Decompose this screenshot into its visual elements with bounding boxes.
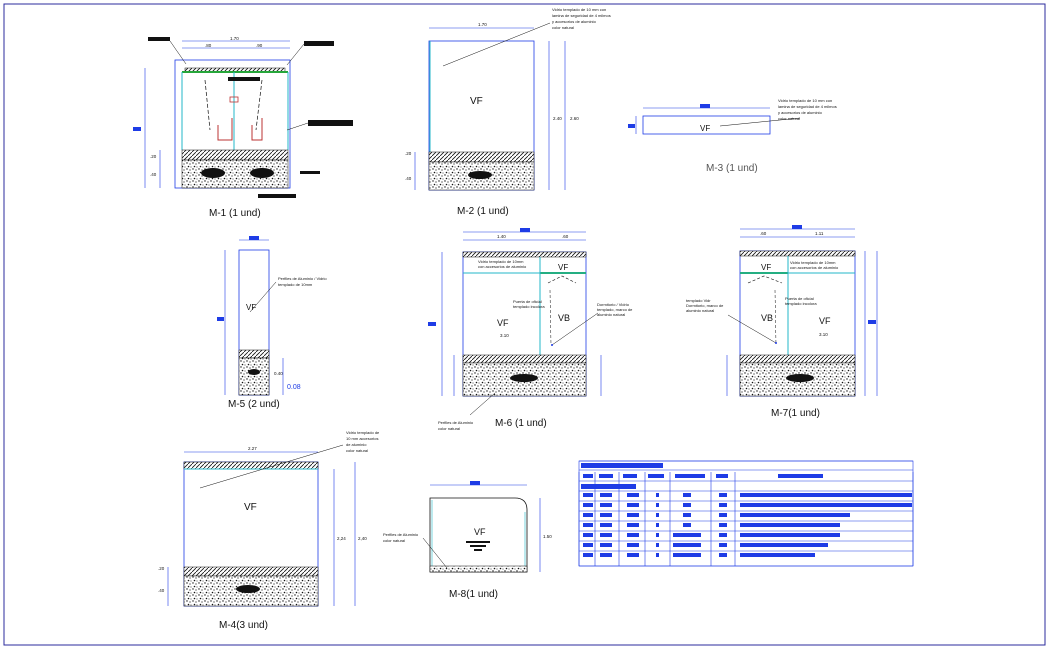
svg-text:.20: .20 (405, 151, 412, 156)
m1-title: M-1 (1 und) (209, 208, 261, 219)
drawing-m2: 1.70 VF Vidrio templado de 10 mm con lam… (405, 7, 611, 217)
svg-text:3.10: 3.10 (819, 332, 828, 337)
drawing-m8: VF Perfiles de Aluminio color natural 1.… (383, 481, 552, 600)
svg-text:Vidrio templado de: Vidrio templado de (346, 430, 380, 435)
m4-label: VF (244, 502, 257, 513)
svg-text:1.70: 1.70 (478, 22, 487, 27)
svg-text:10 mm accesorios: 10 mm accesorios (346, 436, 378, 441)
svg-text:templado incolora: templado incolora (785, 301, 817, 306)
svg-text:templado, marco de: templado, marco de (597, 307, 633, 312)
svg-text:Perfiles de Aluminio: Perfiles de Aluminio (383, 532, 419, 537)
svg-text:.20: .20 (150, 154, 157, 159)
m7-label-top: VF (761, 263, 771, 272)
svg-text:Puerta de oficial: Puerta de oficial (785, 296, 814, 301)
svg-text:templado incolora: templado incolora (513, 304, 545, 309)
svg-text:.60: .60 (562, 234, 569, 239)
sheet-border (3, 3, 1046, 646)
m6-label-mid: VB (558, 313, 570, 323)
svg-text:2.60: 2.60 (570, 116, 579, 121)
svg-text:.20: .20 (158, 566, 165, 571)
svg-text:.60: .60 (760, 231, 767, 236)
m7-label-left: VB (761, 313, 773, 323)
drawing-m3: VF Vidrio templado de 10 mm con lamina d… (628, 98, 837, 174)
m5-dim-low: 0.08 (287, 384, 301, 391)
m3-label: VF (700, 124, 710, 133)
svg-text:lamina de seguridad de 4 milmo: lamina de seguridad de 4 milmos (778, 104, 837, 109)
svg-text:lamina de seguridad de 4 milmo: lamina de seguridad de 4 milmos (552, 13, 611, 18)
drawing-m4: 2.27 VF Vidrio templado de 10 mm accesor… (158, 430, 380, 631)
m8-label: VF (474, 527, 486, 537)
m6-title: M-6 (1 und) (495, 418, 547, 429)
svg-text:Dormitorio, marco de: Dormitorio, marco de (686, 303, 724, 308)
svg-text:1.40: 1.40 (497, 234, 506, 239)
m7-title: M-7(1 und) (771, 408, 820, 419)
svg-text:templado de 10mm: templado de 10mm (278, 282, 313, 287)
m5-label: VF (246, 303, 256, 312)
drawing-m1: 1.70 .80 .90 .20 .40 M-1 (1 und) (133, 36, 353, 219)
svg-text:y accesorios de aluminio: y accesorios de aluminio (778, 110, 823, 115)
svg-text:color natural: color natural (346, 448, 368, 453)
svg-text:Dormitorio / Vidrio: Dormitorio / Vidrio (597, 302, 630, 307)
m4-dim-total: 2,40 (358, 536, 367, 541)
drawing-m7: .60 1.11 VF VB VF Vidrio templado de 10mm… (686, 225, 878, 419)
svg-text:con accesorios de aluminio: con accesorios de aluminio (790, 265, 839, 270)
svg-text:1.11: 1.11 (815, 231, 824, 236)
svg-text:.80: .80 (205, 43, 212, 48)
svg-text:Vidrio templado de 10 mm con: Vidrio templado de 10 mm con (778, 98, 832, 103)
drawing-m6: 1.40 .60 VF VF VB Vidrio templado de 10mm… (428, 228, 633, 431)
drawing-m5: VF Perfiles de Aluminio / Vidrio templad… (217, 236, 327, 410)
m2-title: M-2 (1 und) (457, 206, 509, 217)
svg-text:color natural: color natural (552, 25, 574, 30)
svg-text:.40: .40 (405, 176, 412, 181)
svg-text:aluminio natural: aluminio natural (686, 308, 714, 313)
m3-title: M-3 (1 und) (706, 163, 758, 174)
svg-text:Perfiles de Aluminio / Vidrio: Perfiles de Aluminio / Vidrio (278, 276, 327, 281)
svg-text:Perfiles de Aluminio: Perfiles de Aluminio (438, 420, 474, 425)
m6-label-left: VF (497, 318, 509, 328)
svg-text:color natural: color natural (438, 426, 460, 431)
svg-text:Vidrio templado de 10 mm con: Vidrio templado de 10 mm con (552, 7, 606, 12)
m8-title: M-8(1 und) (449, 589, 498, 600)
svg-text:Vidrio templado de 10mm: Vidrio templado de 10mm (478, 259, 524, 264)
svg-text:aluminio natural: aluminio natural (597, 312, 625, 317)
svg-text:color natural: color natural (383, 538, 405, 543)
svg-text:.90: .90 (256, 43, 263, 48)
svg-text:.40: .40 (158, 588, 165, 593)
svg-text:Puerta de oficial: Puerta de oficial (513, 299, 542, 304)
svg-text:color natural: color natural (778, 116, 800, 121)
svg-text:templado Vidr: templado Vidr (686, 298, 711, 303)
svg-text:2.27: 2.27 (248, 446, 257, 451)
svg-text:y accesorios de aluminio: y accesorios de aluminio (552, 19, 597, 24)
m5-title: M-5 (2 und) (228, 399, 280, 410)
door-window-schedule-table (578, 460, 914, 567)
svg-text:de aluminio: de aluminio (346, 442, 367, 447)
svg-text:.40: .40 (150, 172, 157, 177)
svg-text:con accesorios de aluminio: con accesorios de aluminio (478, 264, 527, 269)
svg-text:Vidrio templado de 10mm: Vidrio templado de 10mm (790, 260, 836, 265)
svg-text:1.50: 1.50 (543, 534, 552, 539)
m4-title: M-4(3 und) (219, 620, 268, 631)
m6-label-top: VF (558, 263, 568, 272)
svg-text:0.40: 0.40 (274, 371, 283, 376)
svg-text:3.10: 3.10 (500, 333, 509, 338)
svg-text:1.70: 1.70 (230, 36, 239, 41)
svg-text:2.40: 2.40 (553, 116, 562, 121)
m7-label-right: VF (819, 316, 831, 326)
m4-dim-h: 2,24 (337, 536, 346, 541)
m2-label: VF (470, 96, 483, 107)
